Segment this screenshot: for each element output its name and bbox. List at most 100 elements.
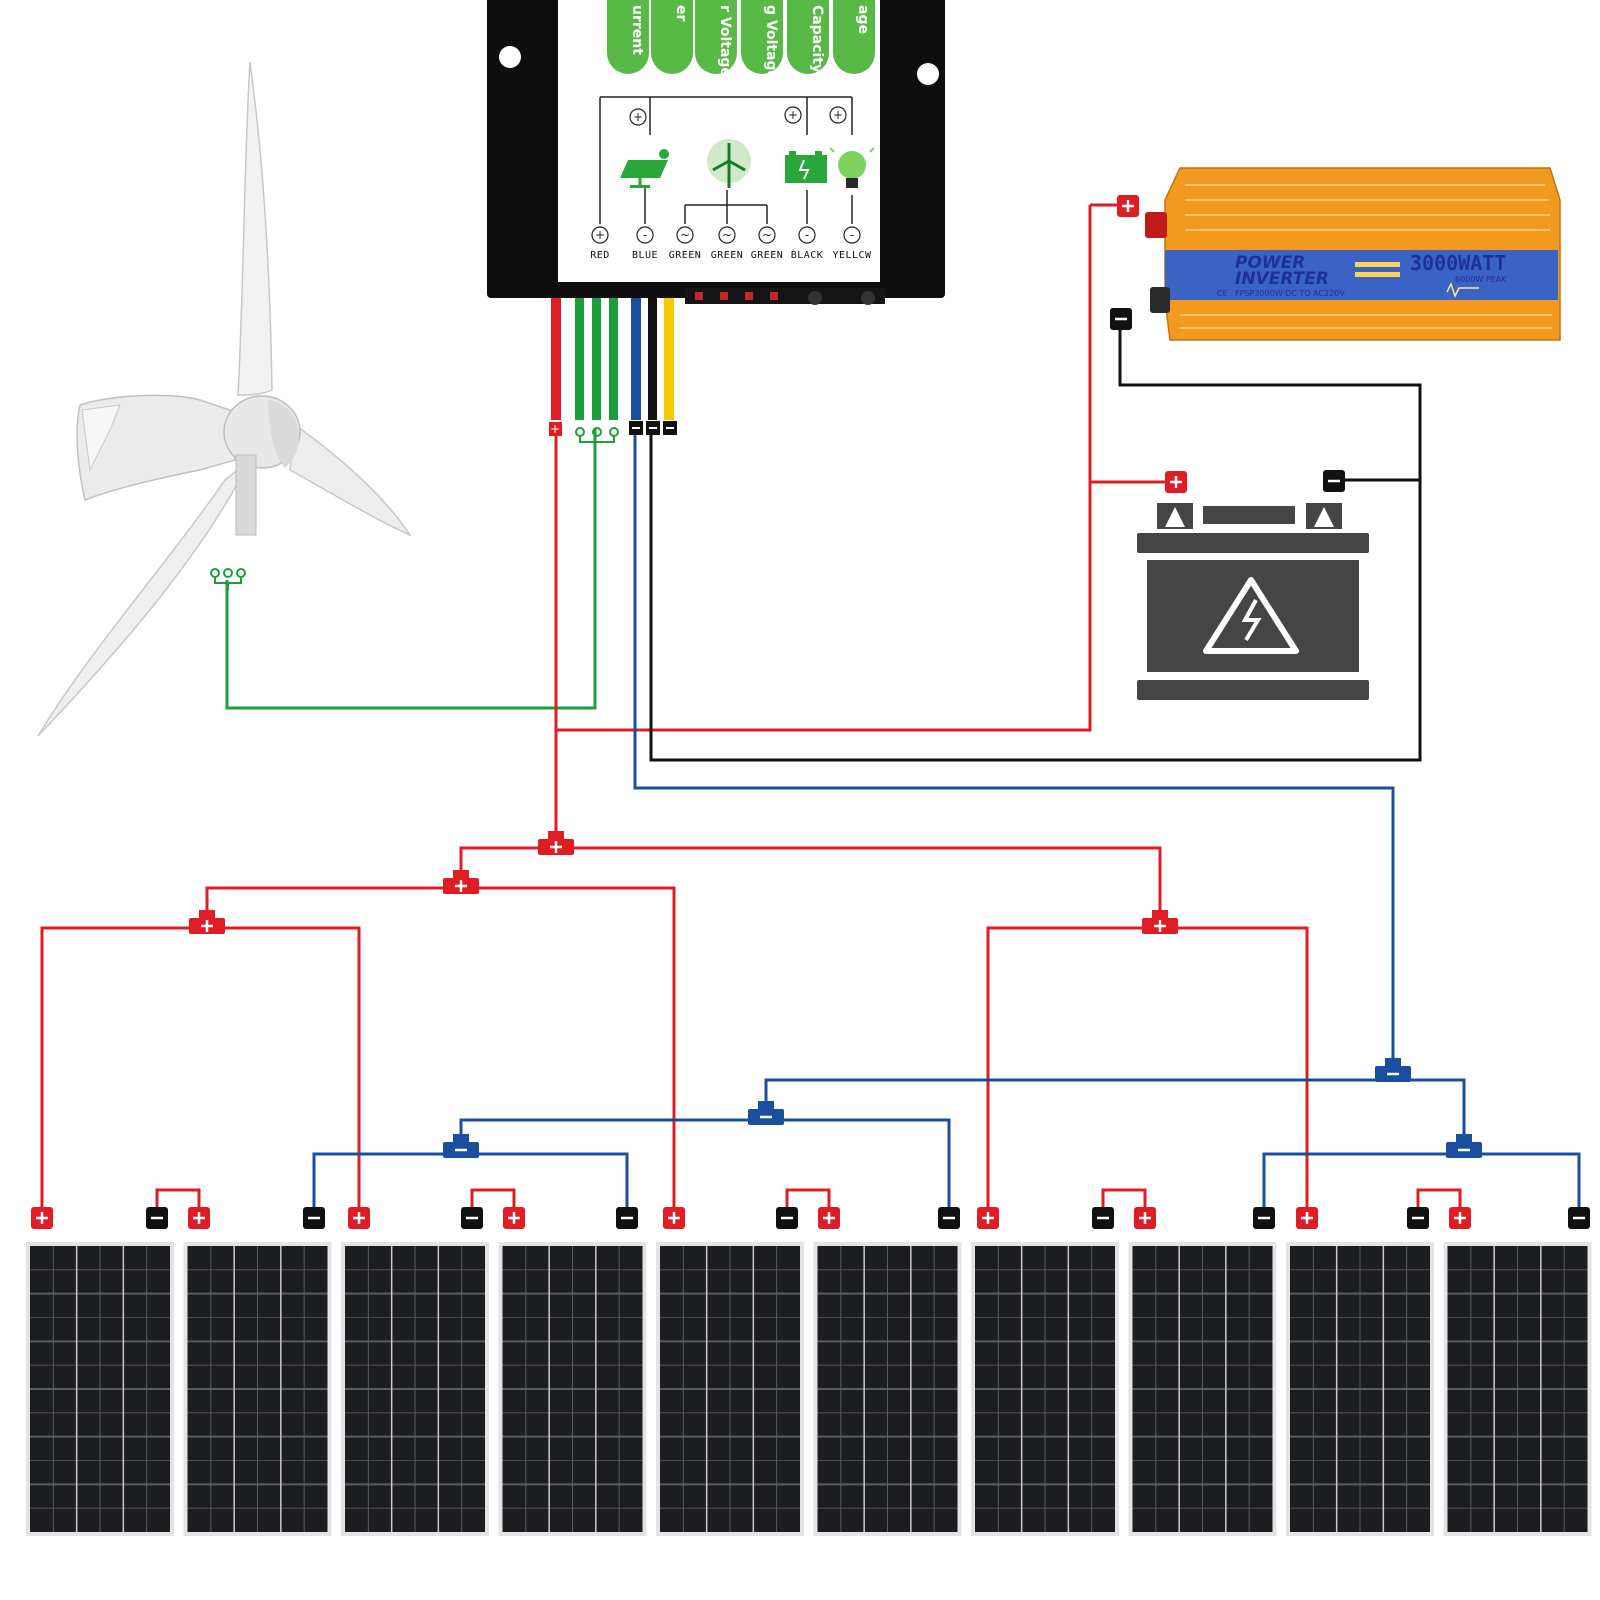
meter-tab-label: g Voltage [763,5,779,80]
panel-positive-terminal [1296,1207,1318,1229]
inverter-negative-post [1150,287,1170,313]
panel-negative-terminal [1253,1207,1275,1229]
wire-green-3 [609,298,618,420]
controller-tap-connectors: + [549,421,677,448]
positive-combiner [538,831,574,855]
terminal-label: BLACK [791,250,824,261]
panel-negative-terminal [461,1207,483,1229]
inverter-model: FPSP3000W-DC TO AC220V [1235,289,1345,298]
wire-green-1 [575,298,584,420]
meter-tab-label: r Voltage [717,5,733,77]
inverter-rating: 3000WATT [1410,251,1506,275]
combiner-connectors [189,831,1482,1158]
solar-panel-array [26,1242,1592,1536]
terminal-symbol: ~ [722,228,732,242]
panel-negative-terminal [146,1207,168,1229]
solar-panel [813,1242,962,1536]
wind-turbine [37,61,413,737]
positive-combiner [443,870,479,894]
wiring [40,203,1581,1218]
terminal-label: GREEN [669,250,702,261]
controller-terminal: ~ GREEN [711,226,744,261]
negative-combiner [748,1101,784,1125]
panel-negative-terminal [938,1207,960,1229]
controller-terminal: ~ GREEN [669,226,702,261]
positive-combiner [189,910,225,934]
light-bulb-icon [829,147,875,188]
panel-positive-terminal [663,1207,685,1229]
solar-panel [183,1242,332,1536]
plus-marker-batt: + [788,108,798,122]
svg-text:+: + [550,422,560,436]
inverter-ce-mark: CE [1217,289,1228,298]
wire-negative-main [649,320,1422,762]
panel-negative-terminal [616,1207,638,1229]
panel-positive-terminal [1134,1207,1156,1229]
wire-wind-ac [225,428,597,710]
terminal-symbol: - [643,228,647,242]
wire-blue [631,298,641,420]
meter-tab: er [651,0,693,74]
wire-yellow [664,298,674,420]
mount-hole-left [499,46,521,68]
terminal-label: GREEN [711,250,744,261]
terminal-label: RED [590,250,610,261]
terminal-block [685,288,885,305]
inverter-brand-2: INVERTER [1235,269,1329,289]
controller-terminals: +RED-BLUE~GREEN~GREEN~GREEN-BLACK-YELLCW [590,226,872,261]
terminal-label: YELLCW [832,250,872,261]
meter-tab-label: Capacity [809,5,825,73]
meter-tab: Capacity [787,0,829,74]
controller-schematic [599,96,853,224]
solar-panel [1443,1242,1592,1536]
wind-tap-connector [210,568,246,590]
solar-panel [498,1242,647,1536]
panel-negative-terminal [1407,1207,1429,1229]
turbine-mast [235,454,257,536]
meter-tab-label: er [673,5,689,21]
controller-terminal: - BLACK [791,226,824,261]
meter-tab-label: urrent [629,5,645,55]
plus-marker-pv: + [633,110,643,124]
panel-positive-terminal [977,1207,999,1229]
negative-combiner [1375,1058,1411,1082]
inverter-brand-1: POWER [1235,253,1305,273]
wire-black [648,298,657,420]
meter-tab: urrent [607,0,649,74]
battery [1137,503,1369,700]
negative-combiner [1446,1134,1482,1158]
battery-hazard-icon [1203,577,1299,654]
battery-inverter-terminals [1110,195,1345,493]
wind-turbine-small-icon [707,139,751,188]
terminal-symbol: - [850,228,854,242]
panel-positive-terminal [503,1207,525,1229]
panel-positive-terminal [188,1207,210,1229]
meter-tab: r Voltage [695,0,737,77]
panel-positive-terminal [31,1207,53,1229]
battery-small-icon [785,151,827,183]
terminal-label: BLUE [632,250,658,261]
panel-terminals [31,1207,1590,1229]
wire-red [551,298,561,420]
panel-negative-terminal [1568,1207,1590,1229]
panel-negative-terminal [303,1207,325,1229]
mount-hole-right [917,63,939,85]
terminal-symbol: - [805,228,809,242]
controller-terminal: - BLUE [632,226,658,261]
terminal-symbol: + [595,228,605,242]
terminal-symbol: ~ [680,228,690,242]
power-inverter: POWER INVERTER 3000WATT 6000W PEAK CE FP… [1145,167,1561,341]
wire-positive-main [554,205,1092,732]
controller-terminal: - YELLCW [832,226,872,261]
terminal-symbol: ~ [762,228,772,242]
negative-combiner [443,1134,479,1158]
controller-plus-markers: + + + [629,106,847,126]
wire-pv-negative-trunk [633,428,1395,1067]
solar-panel [656,1242,804,1536]
panel-positive-terminal [818,1207,840,1229]
meter-tab: g Voltage [741,0,783,80]
solar-panel [1286,1242,1434,1536]
